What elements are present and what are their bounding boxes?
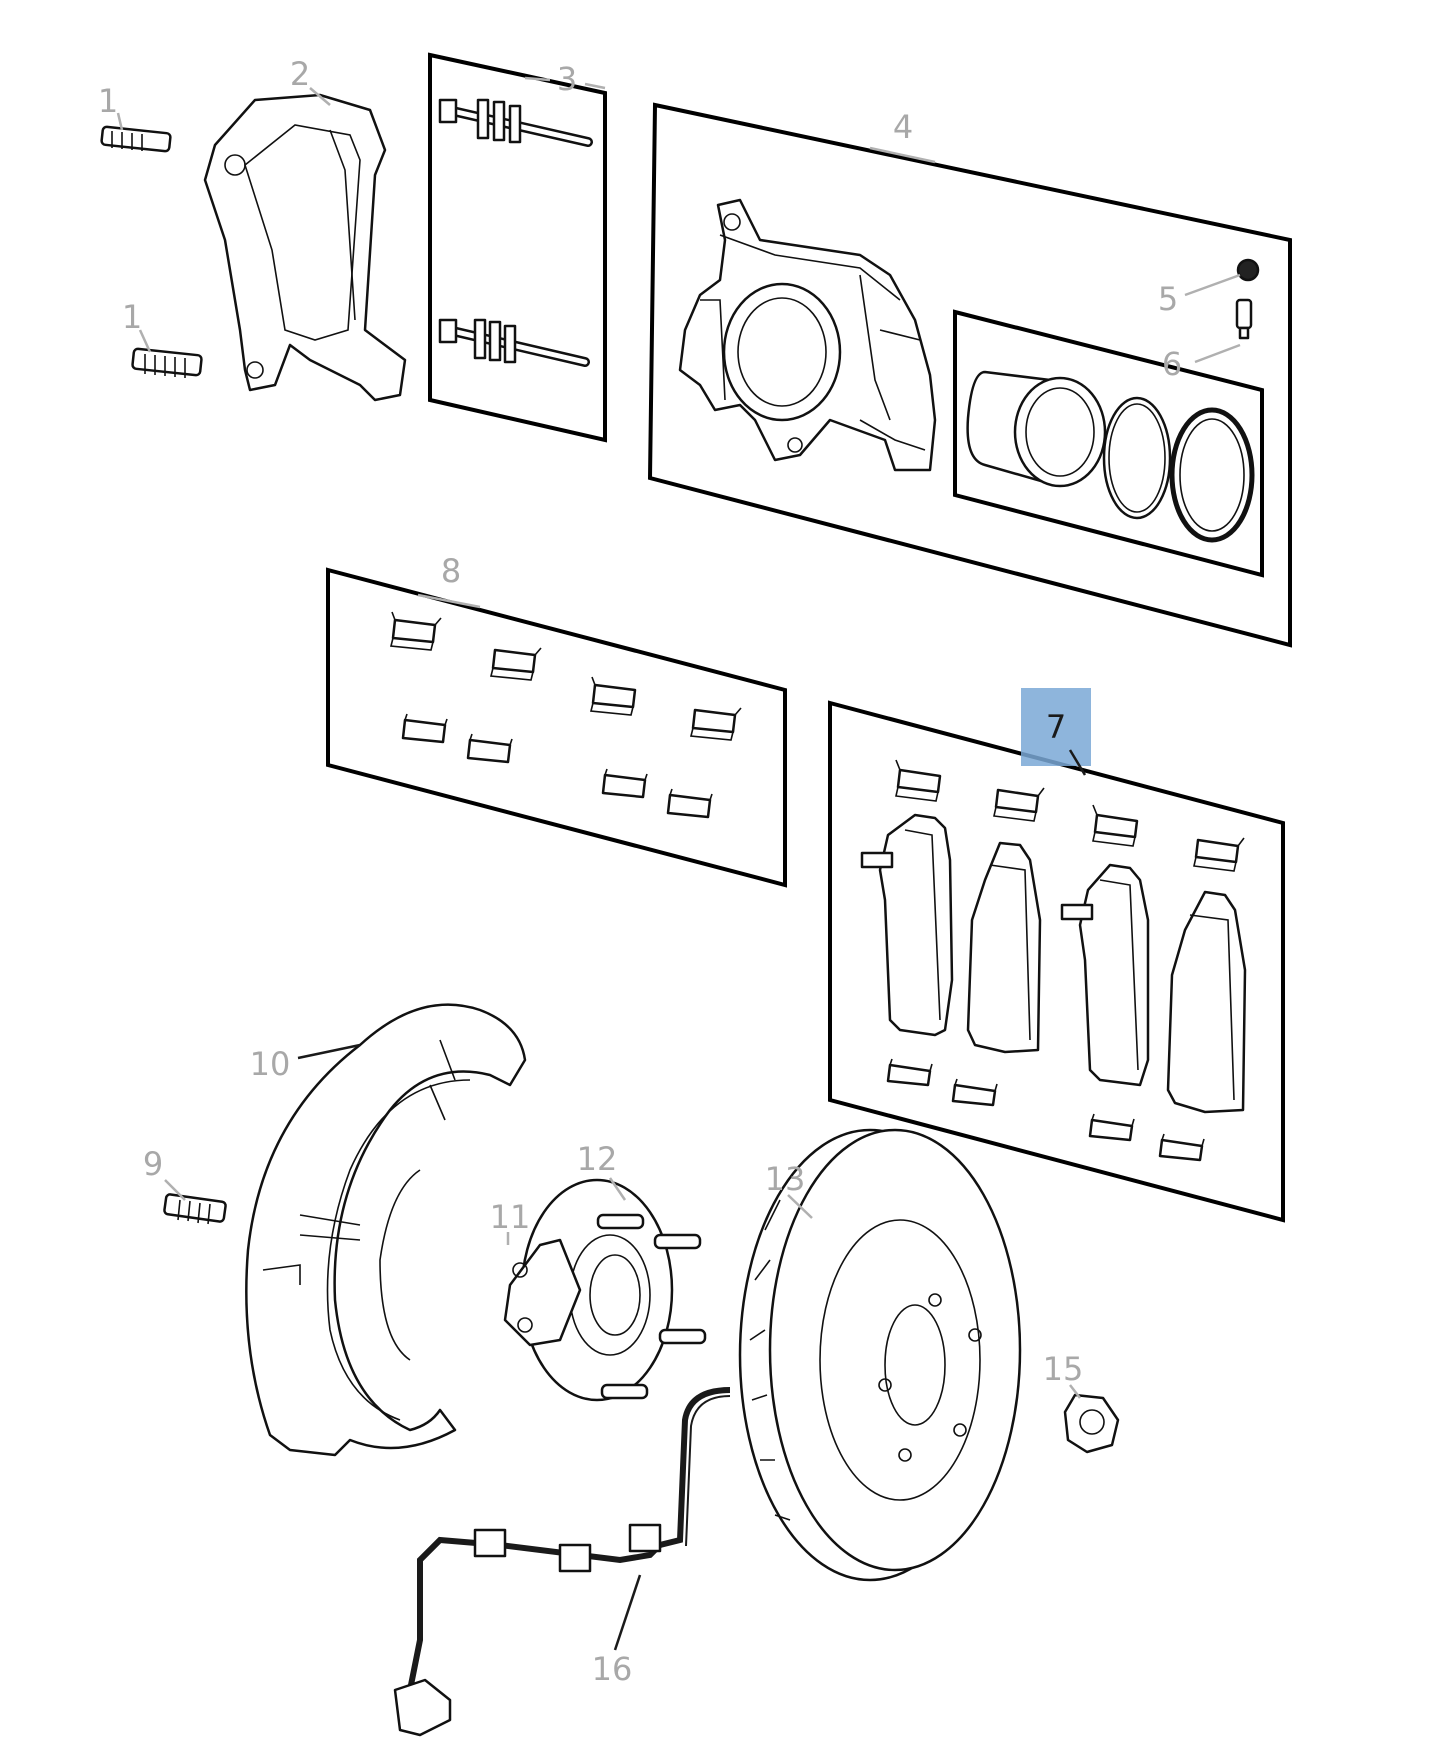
leader-c10 [297,1043,361,1060]
brake-pad-inner-a[interactable] [966,841,1042,1054]
leader-c4 [869,146,936,164]
brake-pad-outer-a[interactable] [860,813,954,1037]
bolt-part-9[interactable] [163,1193,227,1225]
callout-10[interactable]: 10 [250,1045,291,1083]
callout-4[interactable]: 4 [893,108,913,146]
leader-c3b [584,82,606,90]
brake-pad-kit-part-7[interactable] [860,759,1247,1162]
callout-11[interactable]: 11 [490,1198,531,1236]
callout-12[interactable]: 12 [577,1140,618,1178]
callout-3[interactable]: 3 [557,60,577,98]
bolt-part-1-lower[interactable] [131,347,203,378]
leader-c5 [1184,273,1241,297]
caliper-housing-part-4[interactable] [678,198,937,472]
leader-c9 [164,1179,186,1201]
wheel-speed-sensor-part-16[interactable] [393,1387,731,1737]
bleeder-cap-part-5[interactable] [1236,258,1260,282]
callout-5[interactable]: 5 [1158,280,1178,318]
callout-8[interactable]: 8 [441,552,461,590]
callout-6[interactable]: 6 [1162,345,1182,383]
hub-flange-part-11[interactable] [503,1238,582,1347]
bleeder-screw-part-6[interactable] [1235,298,1253,340]
callout-16[interactable]: 16 [592,1650,633,1688]
leader-c12 [608,1177,627,1201]
callout-15[interactable]: 15 [1043,1350,1084,1388]
kit-box-6 [953,309,1264,578]
leader-c8 [417,593,481,609]
leader-c3a [524,76,551,82]
callout-9[interactable]: 9 [143,1145,163,1183]
leader-c1b [138,329,152,353]
callout-2[interactable]: 2 [290,55,310,93]
callout-7-highlight [1021,688,1091,766]
caliper-bracket-part-2[interactable] [203,93,407,402]
hub-nut-part-15[interactable] [1063,1393,1120,1454]
callout-1-lower[interactable]: 1 [122,298,142,336]
brake-pad-inner-b[interactable] [1166,890,1247,1114]
guide-pin-lower-part-3[interactable] [438,318,590,367]
leader-c6 [1194,343,1241,364]
leader-c7 [1068,749,1087,776]
callout-7[interactable]: 7 [1046,708,1066,746]
leader-c13 [787,1194,813,1219]
kit-box-8 [326,567,787,888]
clip-kit-part-8[interactable] [389,611,742,819]
dust-shield-part-10[interactable] [245,1003,527,1457]
brake-pad-outer-b[interactable] [1060,863,1150,1087]
caliper-piston-part-6[interactable] [966,370,1107,488]
dust-boot-part-6[interactable] [1169,407,1255,543]
kit-box-7[interactable] [828,700,1285,1223]
kit-box-4 [647,102,1292,648]
bolt-part-1-upper[interactable] [100,125,172,153]
leader-c2 [309,87,331,106]
piston-seal-part-6[interactable] [1102,396,1172,520]
leader-c1a [116,112,124,131]
brake-rotor-part-13[interactable] [738,1128,1022,1582]
callout-1-upper[interactable]: 1 [98,82,118,120]
leader-c15 [1069,1384,1081,1399]
guide-pin-upper-part-3[interactable] [438,98,593,147]
callout-13[interactable]: 13 [765,1160,806,1198]
leader-c16 [613,1574,642,1651]
